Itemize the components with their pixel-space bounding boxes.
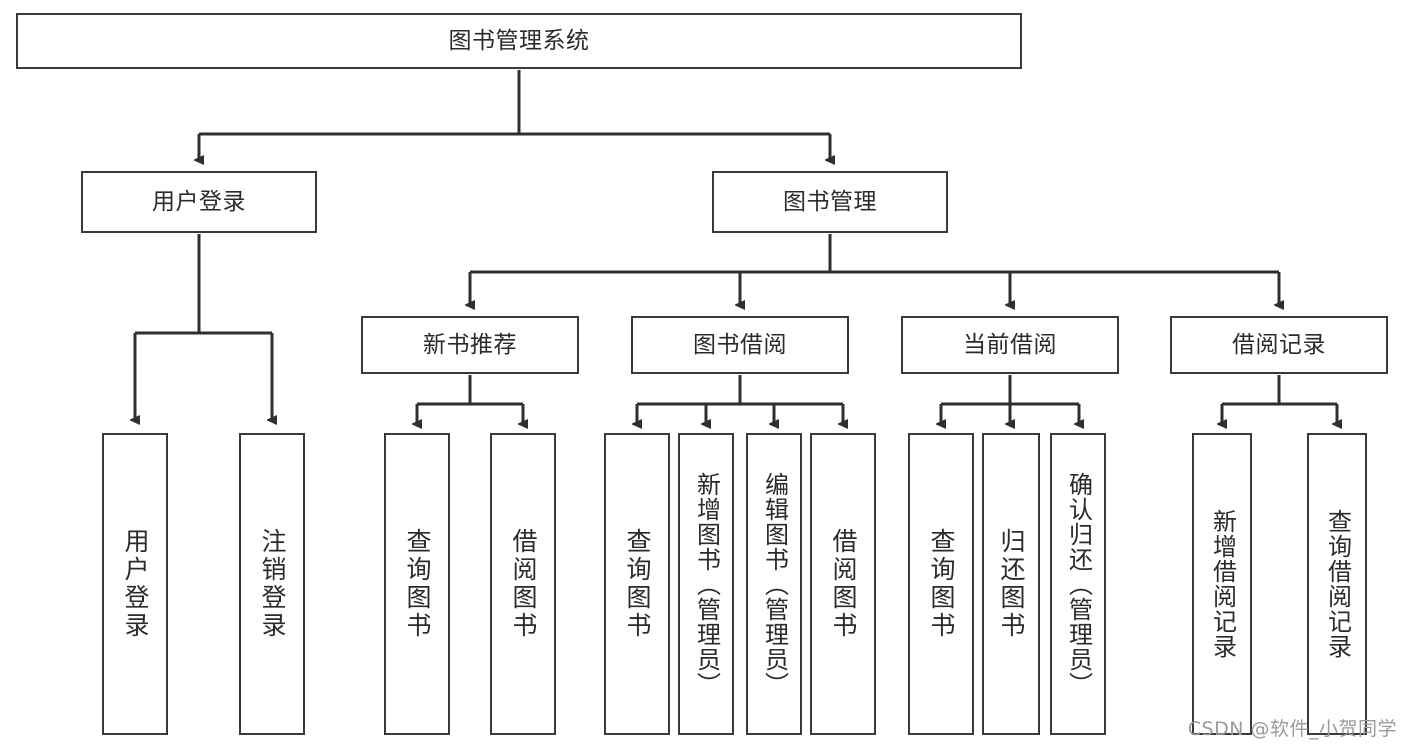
node-label: 新增借阅记录 — [1208, 509, 1237, 659]
node-label: 确认归还（管理员） — [1064, 471, 1093, 697]
leaf-current-query-book[interactable]: 查询图书 — [908, 433, 974, 735]
node-label: 查询图书 — [623, 528, 652, 640]
node-user-login[interactable]: 用户登录 — [81, 171, 317, 233]
leaf-current-return-book[interactable]: 归还图书 — [982, 433, 1040, 735]
node-label: 查询图书 — [927, 528, 956, 640]
node-label: 新书推荐 — [423, 331, 517, 358]
node-label: 新增图书（管理员） — [692, 471, 721, 697]
leaf-borrow-add-book[interactable]: 新增图书（管理员） — [678, 433, 734, 735]
node-label: 图书管理系统 — [448, 27, 590, 54]
csdn-watermark: CSDN @软件_小贺同学 — [1187, 718, 1397, 740]
node-label: 当前借阅 — [963, 331, 1057, 358]
node-label: 图书管理 — [783, 188, 877, 215]
leaf-record-add-record[interactable]: 新增借阅记录 — [1192, 433, 1252, 735]
node-label: 借阅记录 — [1232, 331, 1326, 358]
node-label: 图书借阅 — [693, 331, 787, 358]
node-label: 借阅图书 — [509, 528, 538, 640]
node-label: 编辑图书（管理员） — [760, 471, 789, 697]
node-current-borrow[interactable]: 当前借阅 — [901, 316, 1119, 374]
leaf-borrow-borrow-book[interactable]: 借阅图书 — [810, 433, 876, 735]
node-label: 查询借阅记录 — [1323, 509, 1352, 659]
leaf-current-confirm-return[interactable]: 确认归还（管理员） — [1050, 433, 1106, 735]
leaf-user-login-logout[interactable]: 注销登录 — [239, 433, 305, 735]
leaf-borrow-edit-book[interactable]: 编辑图书（管理员） — [746, 433, 802, 735]
node-label: 用户登录 — [152, 188, 246, 215]
node-label: 归还图书 — [997, 528, 1026, 640]
node-borrow-record[interactable]: 借阅记录 — [1170, 316, 1388, 374]
node-label: 借阅图书 — [829, 528, 858, 640]
leaf-recommend-borrow-book[interactable]: 借阅图书 — [490, 433, 556, 735]
node-book-borrow[interactable]: 图书借阅 — [631, 316, 849, 374]
leaf-user-login-login[interactable]: 用户登录 — [102, 433, 168, 735]
leaf-recommend-query-book[interactable]: 查询图书 — [384, 433, 450, 735]
leaf-borrow-query-book[interactable]: 查询图书 — [604, 433, 670, 735]
node-label: 用户登录 — [121, 528, 150, 640]
leaf-record-query-record[interactable]: 查询借阅记录 — [1307, 433, 1367, 735]
node-label: 注销登录 — [258, 528, 287, 640]
node-new-book-recommend[interactable]: 新书推荐 — [361, 316, 579, 374]
node-label: 查询图书 — [403, 528, 432, 640]
node-book-management[interactable]: 图书管理 — [712, 171, 948, 233]
node-root-system[interactable]: 图书管理系统 — [16, 13, 1022, 69]
